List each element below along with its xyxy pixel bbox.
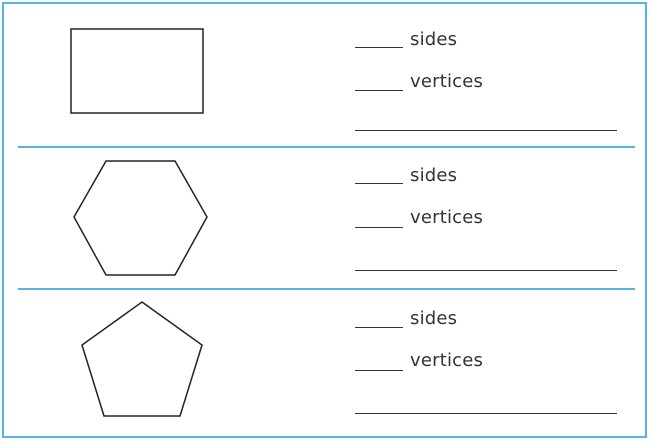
row-divider-1 <box>18 146 635 148</box>
sides-blank[interactable] <box>355 183 403 184</box>
shape-row-hexagon: sides vertices <box>73 160 617 276</box>
shape-name-answer-line[interactable] <box>355 413 617 414</box>
worksheet-frame <box>2 2 647 438</box>
sides-label: sides <box>410 165 458 186</box>
vertices-blank[interactable] <box>355 370 403 371</box>
sides-label: sides <box>410 29 458 50</box>
shape-row-rectangle: sides vertices <box>0 0 653 146</box>
vertices-label: vertices <box>410 350 484 371</box>
vertices-blank[interactable] <box>355 90 403 91</box>
vertices-blank[interactable] <box>355 227 403 228</box>
shape-name-answer-line[interactable] <box>355 270 617 271</box>
row-divider-2 <box>18 288 635 290</box>
sides-blank[interactable] <box>355 47 403 48</box>
shape-name-answer-line[interactable] <box>355 130 617 131</box>
vertices-label: vertices <box>410 207 484 228</box>
vertices-label: vertices <box>410 71 484 92</box>
hexagon-shape <box>73 160 208 276</box>
rectangle-shape <box>70 28 204 114</box>
sides-label: sides <box>410 308 458 329</box>
sides-blank[interactable] <box>355 327 403 328</box>
